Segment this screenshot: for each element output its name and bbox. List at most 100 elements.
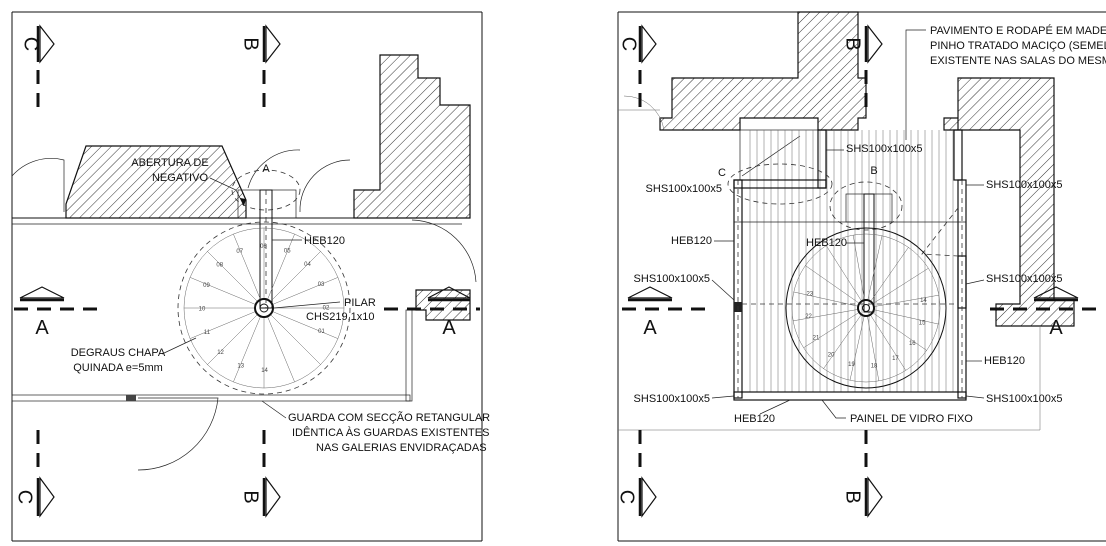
right-wall-top-left xyxy=(659,11,867,131)
right-pavimento-leader xyxy=(905,29,926,140)
left-step-number: 06 xyxy=(260,244,267,250)
right-tread-line xyxy=(793,309,859,322)
left-section-a-right-label: A xyxy=(442,317,456,339)
right-dash-door xyxy=(921,207,959,257)
right-post-top-right xyxy=(953,129,963,181)
right-heb-bottom-label: HEB120 xyxy=(734,413,775,425)
left-frame xyxy=(11,11,483,542)
left-pilar-line1: PILAR xyxy=(344,297,376,309)
left-degraus-line2: QUINADA e=5mm xyxy=(73,362,163,374)
left-step-number: 10 xyxy=(199,307,206,313)
right-step-number: 22 xyxy=(805,314,812,320)
right-tread-line xyxy=(826,245,862,302)
right-tread-line xyxy=(805,265,860,304)
left-tread-line xyxy=(267,233,295,300)
right-shs-left-bot-leader xyxy=(711,395,735,399)
right-shs-left-mid-label: SHS100x100x5 xyxy=(634,273,710,285)
right-section-b-top-label: B xyxy=(842,37,864,50)
right-heb-bottom-leader xyxy=(759,399,791,415)
right-section-c-top: C xyxy=(618,24,657,64)
right-heb-center-label: HEB120 xyxy=(806,237,847,249)
left-step-number: 04 xyxy=(304,262,311,268)
left-guarda-line1: GUARDA COM SECÇÃO RETANGULAR xyxy=(288,411,490,424)
left-door-swing-2 xyxy=(247,149,301,189)
right-painel-leader xyxy=(821,399,846,419)
left-stair-treads xyxy=(184,228,344,388)
right-tread-line xyxy=(867,315,880,381)
right-detail-b-ellipse xyxy=(829,181,903,231)
right-tread-line xyxy=(872,312,927,351)
left-tread-line xyxy=(270,251,321,302)
left-guard-rail-vertical xyxy=(405,309,413,402)
right-heb-right-label: HEB120 xyxy=(984,355,1025,367)
left-section-a-right: A xyxy=(427,286,471,339)
right-step-number: 15 xyxy=(919,321,926,327)
left-section-b-top-label: B xyxy=(240,37,262,50)
left-step-number: 01 xyxy=(318,329,325,335)
left-tread-line xyxy=(207,314,258,365)
right-pavimento-line3: EXISTENTE NAS SALAS DO MESMO P xyxy=(930,55,1106,67)
right-tread-line xyxy=(803,312,860,348)
left-guard-rail xyxy=(11,394,411,402)
right-stair-outer-2 xyxy=(791,233,941,383)
right-wall-niche xyxy=(739,129,819,181)
right-step-number: 21 xyxy=(813,335,820,341)
left-tread-line xyxy=(189,311,256,339)
right-stair-treads xyxy=(793,235,939,381)
left-tread-line xyxy=(272,311,339,339)
right-section-c-bottom-label: C xyxy=(616,490,638,504)
left-step-number: 08 xyxy=(216,263,223,269)
left-abertura-line1: ABERTURA DE xyxy=(131,157,208,169)
right-painel-label: PAINEL DE VIDRO FIXO xyxy=(850,413,973,425)
right-pavimento-line1: PAVIMENTO E RODAPÉ EM MADEIRA xyxy=(930,24,1106,37)
left-abertura-line2: NEGATIVO xyxy=(152,172,208,184)
left-tread-line xyxy=(272,277,339,305)
right-frame xyxy=(617,11,1106,542)
right-step-number: 20 xyxy=(828,352,835,358)
left-abertura-leader xyxy=(209,177,245,207)
left-degraus-leader xyxy=(161,337,197,355)
left-guarda-leader xyxy=(261,400,287,419)
left-section-c-bottom-label: C xyxy=(14,490,36,504)
right-stair-column xyxy=(857,299,875,317)
left-section-c-bottom: C xyxy=(14,476,55,518)
right-wall-top-right xyxy=(943,77,1075,327)
left-door-swing-4 xyxy=(411,219,477,283)
right-stair-outer xyxy=(785,227,947,389)
left-step-number: 05 xyxy=(284,249,291,255)
right-beam-top-left xyxy=(733,179,827,189)
right-shs-right-bot-label: SHS100x100x5 xyxy=(986,393,1062,405)
left-tread-line xyxy=(207,251,258,302)
left-guard-post xyxy=(126,395,136,401)
left-step-number: 11 xyxy=(204,330,211,336)
right-tread-line xyxy=(823,314,862,369)
left-step-number: 09 xyxy=(203,283,210,289)
right-section-b-top: B xyxy=(842,24,883,64)
left-section-b-bottom: B xyxy=(240,476,281,518)
right-section-a-left: A xyxy=(627,286,673,339)
right-tread-line xyxy=(870,247,909,302)
left-stair-column-inner xyxy=(259,303,269,313)
left-opening xyxy=(237,189,297,219)
left-pilar-leader xyxy=(273,301,341,309)
right-section-a-right: A xyxy=(1033,286,1079,339)
left-stair-outer xyxy=(177,221,351,395)
left-pilar-line2: CHS219,1x10 xyxy=(306,311,375,323)
left-section-b-bottom-label: B xyxy=(240,490,262,503)
right-detail-c-label: C xyxy=(718,167,726,179)
right-shs-right-mid-leader xyxy=(965,279,985,285)
left-section-b-top: B xyxy=(240,24,281,64)
left-heb120-label: HEB120 xyxy=(304,235,345,247)
right-post-top-left xyxy=(817,129,827,189)
right-section-c-bottom: C xyxy=(616,476,657,518)
left-detail-a-label: A xyxy=(262,163,270,175)
right-shs-left-mid-leader xyxy=(711,279,735,301)
right-section-b-bottom-label: B xyxy=(842,490,864,503)
right-beam-bottom xyxy=(733,391,967,401)
left-guarda-line3: NAS GALERIAS ENVIDRAÇADAS xyxy=(316,442,487,454)
right-section-c-top-label: C xyxy=(618,37,640,51)
right-floor-boards xyxy=(749,130,954,392)
